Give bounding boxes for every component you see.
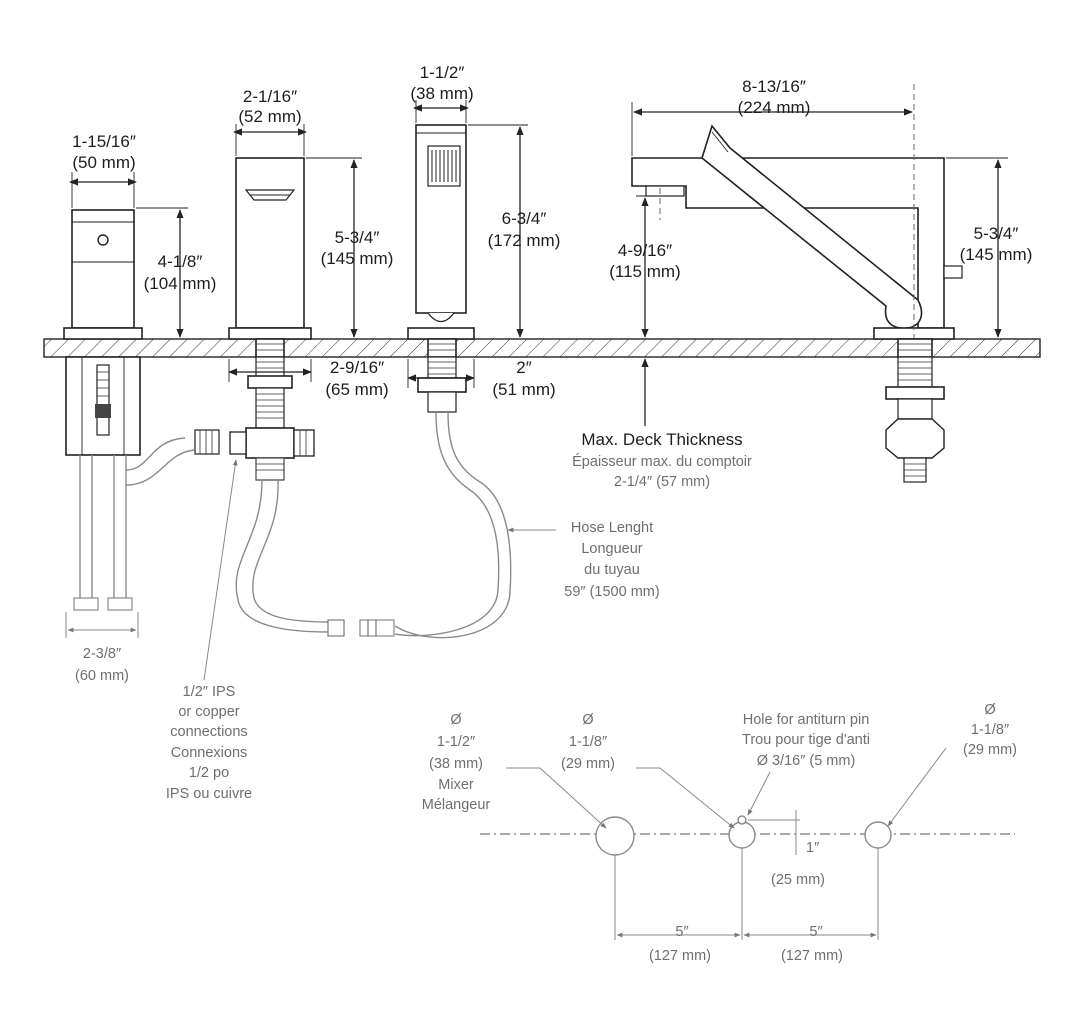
connection-note-line1: 1/2″ IPS — [183, 684, 236, 700]
dim-1-1-2: 1-1/2″ — [420, 63, 465, 82]
hole1-melangeur: Mélangeur — [422, 797, 491, 813]
connection-note-line6: IPS ou cuivre — [166, 786, 252, 802]
hole3-symbol: Ø — [984, 702, 995, 718]
hole2-mm: (29 mm) — [561, 756, 615, 772]
hole3-in: 1-1/8″ — [971, 722, 1009, 738]
dim-51mm: (51 mm) — [492, 380, 555, 399]
hole2-in: 1-1/8″ — [569, 734, 607, 750]
deck-note-line3: 2-1/4″ (57 mm) — [614, 474, 710, 490]
hole2-symbol: Ø — [582, 712, 593, 728]
deck — [43, 338, 1041, 358]
hose-note-line2: Longueur — [581, 541, 642, 557]
hole1-mm: (38 mm) — [429, 756, 483, 772]
dim-145mm-center: (145 mm) — [321, 249, 394, 268]
pin-note-line1: Hole for antiturn pin — [743, 712, 870, 728]
connection-note-line2: or copper — [178, 704, 239, 720]
dim-52mm: (52 mm) — [238, 107, 301, 126]
supply-spacing-in: 2-3/8″ — [83, 646, 121, 662]
dim-2-9-16: 2-9/16″ — [330, 358, 384, 377]
deck-note-line2: Épaisseur max. du comptoir — [572, 453, 752, 470]
pin-offset-tick: 1″ — [806, 840, 819, 856]
hole-layout — [480, 747, 1015, 940]
pin-offset: (25 mm) — [771, 872, 825, 888]
dimension-labels: 1-15/16″ (50 mm) 4-1/8″ (104 mm) 2-1/16″… — [72, 63, 1032, 964]
connection-note-line5: 1/2 po — [189, 765, 229, 781]
dim-65mm: (65 mm) — [325, 380, 388, 399]
hole1-mixer: Mixer — [438, 777, 474, 793]
hole3-mm: (29 mm) — [963, 742, 1017, 758]
spacing-a-in: 5″ — [675, 924, 688, 940]
hose-note-line1: Hose Lenght — [571, 520, 653, 536]
dim-5-3-4-right: 5-3/4″ — [974, 224, 1019, 243]
dim-4-1-8: 4-1/8″ — [158, 252, 203, 271]
pin-note-line3: Ø 3/16″ (5 mm) — [757, 753, 856, 769]
dimension-lines — [65, 84, 1008, 681]
spacing-b-in: 5″ — [809, 924, 822, 940]
dim-50mm: (50 mm) — [72, 153, 135, 172]
dim-2-1-16: 2-1/16″ — [243, 87, 297, 106]
dim-5-3-4-center: 5-3/4″ — [335, 228, 380, 247]
dim-6-3-4: 6-3/4″ — [502, 209, 547, 228]
dim-4-9-16: 4-9/16″ — [618, 241, 672, 260]
spacing-b-mm: (127 mm) — [781, 948, 843, 964]
dim-224mm: (224 mm) — [738, 98, 811, 117]
dim-104mm: (104 mm) — [144, 274, 217, 293]
hole1-in: 1-1/2″ — [437, 734, 475, 750]
connection-note-line3: connections — [170, 724, 247, 740]
dim-38mm: (38 mm) — [410, 84, 473, 103]
dim-2in: 2″ — [516, 358, 531, 377]
pin-note-line2: Trou pour tige d'anti — [742, 732, 870, 748]
dim-172mm: (172 mm) — [488, 231, 561, 250]
connection-note-line4: Connexions — [171, 745, 248, 761]
spacing-a-mm: (127 mm) — [649, 948, 711, 964]
hose-note-line3: du tuyau — [584, 562, 640, 578]
dim-145mm-right: (145 mm) — [960, 245, 1033, 264]
supply-spacing-mm: (60 mm) — [75, 668, 129, 684]
valve-center — [228, 157, 395, 637]
dim-8-13-16: 8-13/16″ — [742, 77, 806, 96]
hole1-symbol: Ø — [450, 712, 461, 728]
dim-1-15-16: 1-15/16″ — [72, 132, 136, 151]
deck-note-line1: Max. Deck Thickness — [581, 430, 742, 449]
dim-115mm: (115 mm) — [609, 262, 680, 281]
hose-note-line4: 59″ (1500 mm) — [564, 584, 659, 600]
valve-left — [63, 209, 220, 611]
tub-spout — [631, 124, 963, 483]
